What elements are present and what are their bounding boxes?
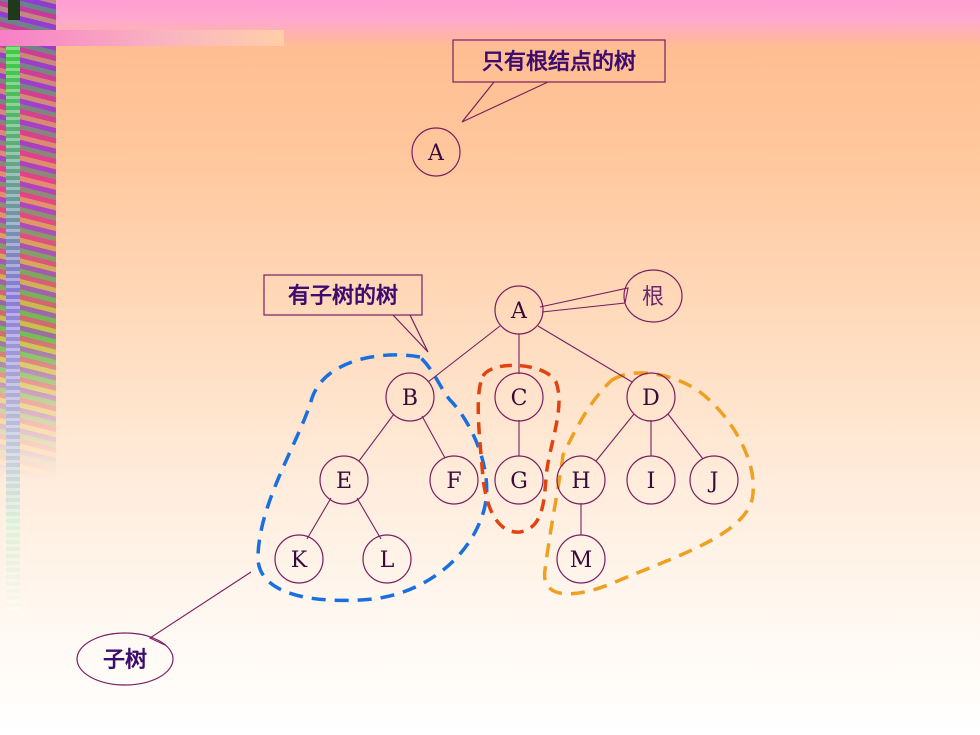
subtree-tree-callout: 有子树的树 [263,274,429,353]
single-node-callout-text: 只有根结点的树 [482,49,636,75]
node-h-circle [556,455,606,505]
node-l-label: L [380,548,395,573]
node-g: G [494,455,544,505]
node-l: L [362,534,412,584]
node-b: B [385,372,435,422]
node-h-label: H [571,469,590,494]
node-f: F [429,455,479,505]
subtree-region-orange [542,371,755,596]
node-m: M [556,534,606,584]
node-b-label: B [402,386,418,411]
node-f-circle [429,455,479,505]
corner-decoration [8,0,20,20]
root-callout: 根 [539,269,683,323]
node-e-circle [319,455,369,505]
node-g-label: G [510,469,528,494]
node-l-circle [362,534,412,584]
edge-a-d [537,325,633,383]
edge-a-b [427,325,501,383]
node-i: I [626,455,676,505]
node-j-label: J [708,469,719,494]
node-c-circle [494,372,544,422]
node-a-circle [494,285,544,335]
node-h: H [556,455,606,505]
node-d: D [626,372,676,422]
edge-b-f [421,415,446,459]
edge-e-k [306,497,332,540]
header-decorative-bar [0,30,284,46]
single-node-a: A [411,127,461,177]
node-b-circle [385,372,435,422]
node-k-circle [274,534,324,584]
node-c-label: C [511,386,528,411]
node-d-label: D [642,386,660,411]
subtree-region-blue [256,353,489,603]
node-k-label: K [291,548,308,573]
single-node-a-circle [411,127,461,177]
subtree-tree-callout-box [263,274,423,316]
single-node-callout-pointer [461,81,549,123]
node-k: K [274,534,324,584]
single-node-a-label: A [427,141,445,166]
node-j-circle [689,455,739,505]
node-g-circle [494,455,544,505]
node-f-label: F [446,469,461,494]
node-m-circle [556,534,606,584]
edge-d-h [595,413,635,462]
node-c: C [494,372,544,422]
node-d-circle [626,372,676,422]
node-m-label: M [570,548,593,573]
subtree-callout-text: 子树 [103,647,147,673]
subtree-callout-ellipse [76,632,174,686]
single-node-callout-box [452,39,666,83]
subtree-tree-callout-text: 有子树的树 [288,283,398,309]
node-a-label: A [510,299,528,324]
subtree-callout: 子树 [76,571,252,686]
node-a: A [494,285,544,335]
edge-d-j [667,413,704,460]
edge-b-e [358,413,395,462]
subtree-callout-pointer [148,571,252,646]
tree-edges [306,325,704,540]
single-node-callout: 只有根结点的树 [452,39,666,123]
node-j: J [689,455,739,505]
root-callout-pointer [539,287,629,313]
node-i-circle [626,455,676,505]
node-e-label: E [336,469,352,494]
side-decorative-strip-inner [6,40,20,610]
node-e: E [319,455,369,505]
edge-e-l [356,497,382,540]
node-i-label: I [647,469,656,494]
root-callout-ellipse [623,269,683,323]
subtree-tree-callout-pointer [392,314,429,353]
root-callout-text: 根 [642,285,664,310]
